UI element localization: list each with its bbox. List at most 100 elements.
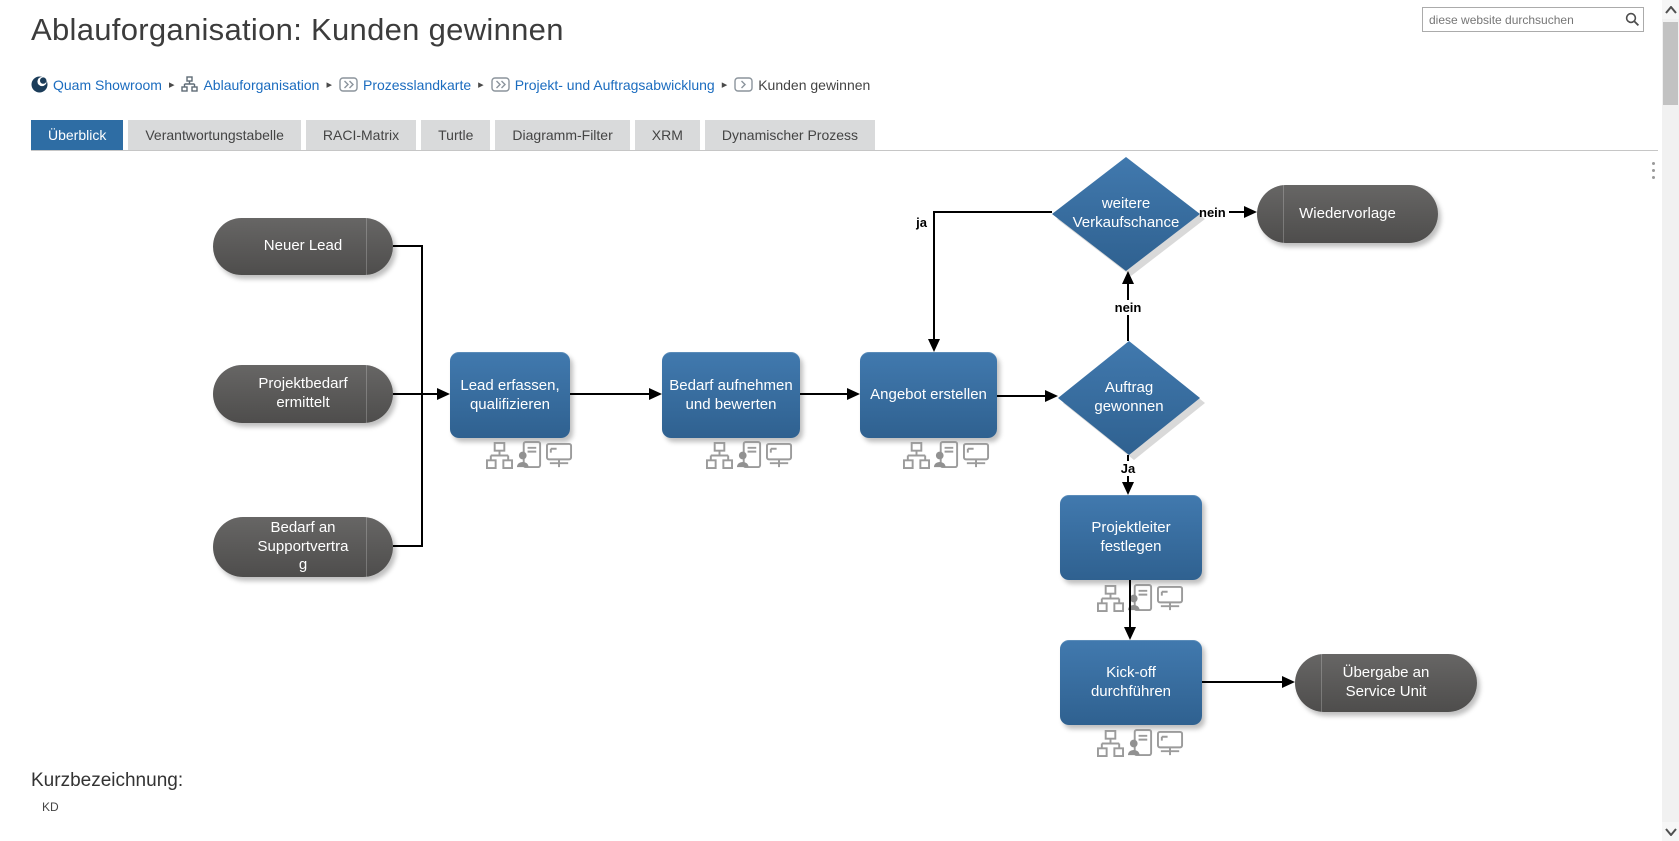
connector [933, 211, 1052, 213]
arrowhead-down [1122, 482, 1134, 495]
search-input[interactable] [1423, 12, 1621, 27]
vertical-scrollbar[interactable] [1662, 0, 1679, 841]
double-chevron-box-icon [490, 77, 510, 92]
edge-label-nein: nein [1199, 205, 1226, 220]
tab-dynamischer-prozess[interactable]: Dynamischer Prozess [704, 120, 876, 150]
tab-diagramm-filter[interactable]: Diagramm-Filter [495, 120, 630, 150]
connector [1229, 211, 1246, 213]
monitor-icon[interactable] [766, 441, 793, 470]
breadcrumb-item-kunden-gewinnen: Kunden gewinnen [734, 77, 870, 93]
arrowhead-right [437, 388, 450, 400]
orgchart-icon[interactable] [903, 441, 930, 470]
person-document-icon[interactable] [1127, 729, 1154, 758]
double-chevron-box-icon [339, 77, 358, 92]
arrowhead-down [928, 339, 940, 352]
breadcrumb-separator: ▸ [478, 79, 484, 91]
shape-label: Auftrag gewonnen [1094, 379, 1164, 415]
process-lead-erfassen-qualifizieren[interactable]: Lead erfassen, qualifizieren [450, 352, 570, 438]
person-document-icon[interactable] [933, 441, 960, 470]
connector [997, 395, 1046, 397]
monitor-icon[interactable] [1157, 584, 1184, 613]
end-event-wiedervorlage[interactable]: Wiedervorlage [1257, 185, 1438, 243]
breadcrumb-link[interactable]: Ablauforganisation [203, 76, 320, 93]
attachment-icons [1097, 584, 1184, 613]
connector [393, 545, 423, 547]
kurzbezeichnung-value: KD [42, 800, 59, 814]
connector [1129, 580, 1131, 628]
scrollbar-thumb[interactable] [1663, 22, 1678, 105]
tab-ueberblick[interactable]: Überblick [31, 120, 124, 150]
tab-raci-matrix[interactable]: RACI-Matrix [305, 120, 417, 150]
tab-turtle[interactable]: Turtle [421, 120, 491, 150]
process-bedarf-aufnehmen-und-bewerten[interactable]: Bedarf aufnehmen und bewerten [662, 352, 800, 438]
breadcrumb-item-prozesslandkarte[interactable]: Prozesslandkarte [339, 77, 471, 93]
tab-xrm[interactable]: XRM [634, 120, 700, 150]
arrowhead-down [1124, 627, 1136, 640]
arrowhead-right [1045, 390, 1058, 402]
shape-label: Lead erfassen, qualifizieren [460, 376, 560, 413]
scroll-down-button[interactable] [1662, 822, 1679, 841]
connector [393, 245, 423, 247]
arrowhead-right [1244, 206, 1257, 218]
edge-label-nein: nein [1108, 300, 1148, 315]
start-event-bedarf-an-supportvertrag[interactable]: Bedarf an Supportvertrag [213, 517, 393, 577]
attachment-icons [1097, 729, 1184, 758]
shape-divider [1321, 654, 1322, 712]
breadcrumb: Quam Showroom ▸ Ablauforganisation ▸ Pro… [31, 76, 870, 93]
shape-label: Projektleiter festlegen [1091, 519, 1171, 555]
edge-label-ja: ja [916, 215, 927, 230]
tabs-divider-line [31, 150, 1658, 151]
decision-auftrag-gewonnen[interactable]: Auftrag gewonnen [1058, 341, 1205, 460]
chevron-up-icon [1664, 5, 1677, 14]
single-chevron-box-icon [734, 77, 753, 92]
shape-label: Neuer Lead [263, 237, 343, 255]
breadcrumb-link[interactable]: Quam Showroom [53, 76, 162, 93]
breadcrumb-separator: ▸ [721, 79, 728, 91]
edge-label-ja: Ja [1116, 461, 1140, 476]
breadcrumb-item-projekt-und-auftragsabwicklung[interactable]: Projekt- und Auftragsabwicklung [490, 76, 715, 93]
shape-divider [366, 365, 367, 423]
scroll-up-button[interactable] [1662, 0, 1679, 19]
breadcrumb-separator: ▸ [168, 79, 175, 91]
orgchart-icon[interactable] [1097, 584, 1124, 613]
attachment-icons [706, 441, 793, 470]
breadcrumb-item-ablauforganisation[interactable]: Ablauforganisation [181, 76, 319, 93]
arrowhead-right [847, 388, 860, 400]
person-document-icon[interactable] [1127, 584, 1154, 613]
shape-label: Übergabe an Service Unit [1342, 664, 1430, 700]
shape-label: weitere Verkaufschance [1072, 195, 1180, 231]
monitor-icon[interactable] [546, 441, 573, 470]
resize-grip[interactable] [1652, 158, 1655, 183]
person-document-icon[interactable] [736, 441, 763, 470]
orgchart-icon[interactable] [1097, 729, 1124, 758]
process-kick-off-durchfuehren[interactable]: Kick-off durchführen [1060, 640, 1202, 725]
breadcrumb-current: Kunden gewinnen [758, 76, 871, 93]
shape-label: Angebot erstellen [870, 386, 987, 404]
magnifier-icon [1625, 12, 1639, 27]
orgchart-icon[interactable] [486, 441, 513, 470]
tab-bar: Überblick Verantwortungstabelle RACI-Mat… [31, 120, 876, 150]
kurzbezeichnung-label: Kurzbezeichnung: [31, 770, 184, 791]
start-event-projektbedarf-ermittelt[interactable]: Projektbedarf ermittelt [213, 365, 393, 423]
search-button[interactable] [1621, 8, 1643, 31]
connector [800, 393, 848, 395]
connector [421, 245, 423, 547]
quam-logo-icon [31, 76, 48, 93]
monitor-icon[interactable] [963, 441, 990, 470]
process-angebot-erstellen[interactable]: Angebot erstellen [860, 352, 997, 438]
orgchart-icon[interactable] [706, 441, 733, 470]
breadcrumb-item-quam-showroom[interactable]: Quam Showroom [31, 76, 162, 93]
arrowhead-right [649, 388, 662, 400]
process-projektleiter-festlegen[interactable]: Projektleiter festlegen [1060, 495, 1202, 580]
shape-label: Bedarf an Supportvertrag [257, 518, 349, 574]
breadcrumb-link[interactable]: Prozesslandkarte [362, 76, 472, 93]
shape-label: Bedarf aufnehmen und bewerten [669, 376, 793, 413]
start-event-neuer-lead[interactable]: Neuer Lead [213, 218, 393, 275]
tab-verantwortungstabelle[interactable]: Verantwortungstabelle [128, 120, 301, 150]
site-search[interactable] [1422, 7, 1644, 32]
breadcrumb-link[interactable]: Projekt- und Auftragsabwicklung [514, 76, 715, 93]
decision-weitere-verkaufschance[interactable]: weitere Verkaufschance [1052, 157, 1205, 276]
end-event-uebergabe-an-service-unit[interactable]: Übergabe an Service Unit [1295, 654, 1477, 712]
person-document-icon[interactable] [516, 441, 543, 470]
monitor-icon[interactable] [1157, 729, 1184, 758]
